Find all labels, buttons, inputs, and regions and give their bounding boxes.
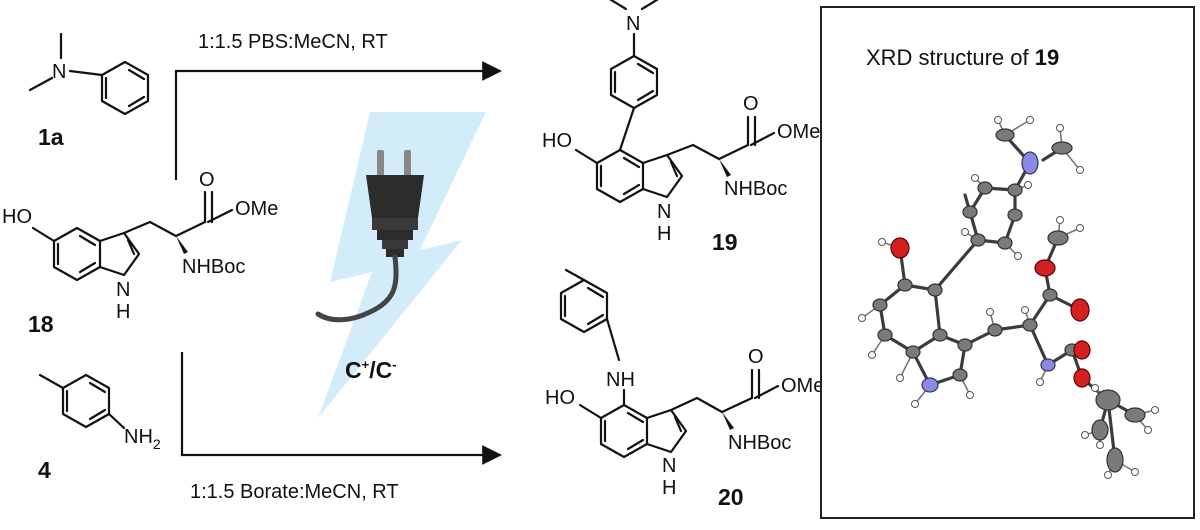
- xrd-panel-frame: [820, 6, 1195, 519]
- substrate-18-n-label: N: [116, 279, 130, 301]
- product-20-nhboc-label: NHBoc: [728, 432, 791, 454]
- reagent-4-nh2-label: NH2: [124, 426, 161, 452]
- xrd-hydrogen-atoms: [858, 116, 1159, 479]
- product-20-ho-label: HO: [545, 387, 575, 409]
- product-20-o-label: O: [748, 346, 764, 368]
- product-19-h-label: H: [657, 223, 671, 245]
- product-19-ho-label: HO: [542, 130, 572, 152]
- xrd-molecule: [858, 116, 1159, 479]
- product-20-n-ring-label: N: [662, 455, 676, 477]
- substrate-18-nhboc-label: NHBoc: [182, 256, 245, 278]
- reagent-1a-label: 1a: [38, 124, 64, 150]
- substrate-18-ho-label: HO: [2, 206, 32, 228]
- product-20-h-label: H: [662, 477, 676, 499]
- product-19-ome-label: OMe: [777, 121, 820, 143]
- product-20-nh-label: NH: [606, 369, 635, 391]
- electro-plug-graphic: C+/C-: [315, 112, 486, 418]
- substrate-18-o-label: O: [199, 169, 215, 191]
- reagent-4-structure: NH2 4: [38, 373, 161, 483]
- xrd-title: XRD structure of 19: [866, 45, 1059, 70]
- product-19-o-label: O: [743, 93, 759, 115]
- xrd-oxygen-atoms: [890, 237, 1091, 388]
- reagent-1a-n-label: N: [52, 61, 66, 83]
- product-19-nhboc-label: NHBoc: [724, 178, 787, 200]
- xrd-nitrogen-atoms: [921, 151, 1056, 393]
- product-19-structure: N HO O OMe NHBoc N H 19: [542, 0, 820, 255]
- substrate-18-ome-label: OMe: [235, 198, 278, 220]
- xrd-carbon-atoms: [872, 128, 1146, 473]
- electrode-label: C+/C-: [345, 357, 397, 383]
- product-20-ome-label: OMe: [781, 375, 824, 397]
- product-20-structure: NH HO O OMe NHBoc N H 20: [545, 268, 824, 510]
- reagent-4-label: 4: [38, 457, 51, 483]
- substrate-18-structure: HO O OMe NHBoc N H 18: [2, 169, 278, 337]
- product-19-label: 19: [712, 229, 738, 255]
- product-19-n-label: N: [626, 13, 640, 35]
- substrate-18-h-label: H: [116, 301, 130, 323]
- reaction-arrows: 1:1.5 PBS:MeCN, RT 1:1.5 Borate:MeCN, RT: [174, 31, 502, 503]
- reagent-1a-structure: N 1a: [28, 32, 150, 150]
- substrate-18-label: 18: [28, 311, 54, 337]
- condition-bottom-label: 1:1.5 Borate:MeCN, RT: [190, 481, 399, 503]
- xrd-panel: XRD structure of 19: [820, 6, 1195, 519]
- condition-top-label: 1:1.5 PBS:MeCN, RT: [198, 31, 388, 53]
- product-20-label: 20: [718, 484, 744, 510]
- lightning-flash: [318, 112, 486, 418]
- product-19-n-ring-label: N: [657, 201, 671, 223]
